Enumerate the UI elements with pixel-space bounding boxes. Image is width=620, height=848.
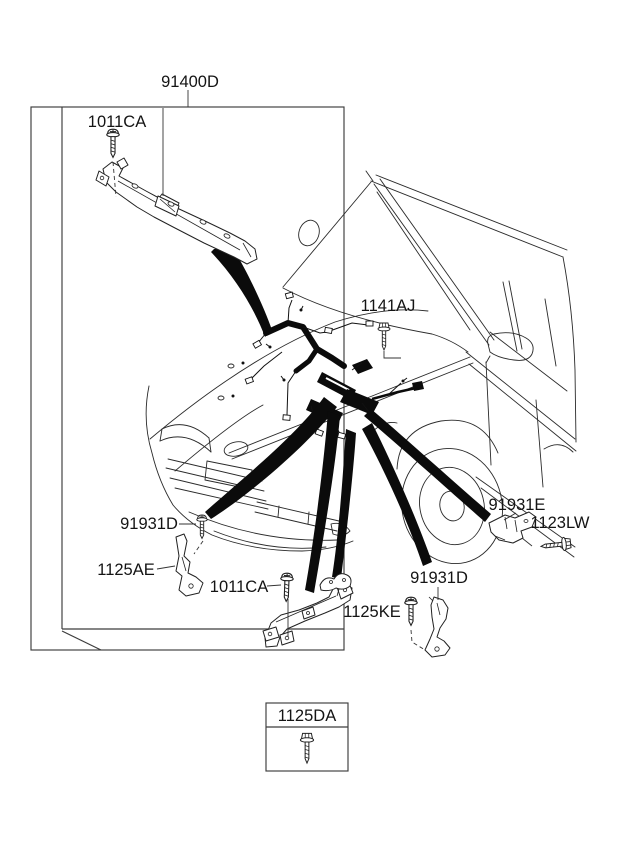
bolt-icon-1123lw — [539, 536, 572, 554]
badge-outline — [223, 441, 249, 457]
part-label-1011ca-top: 1011CA — [88, 113, 146, 131]
part-labels: 91400D 1011CA 1141AJ 91931D 1125AE 1011CA 1125… — [88, 73, 590, 725]
callout-swooshes — [205, 248, 491, 593]
rearview-mirror-outline — [298, 219, 320, 247]
part-bracket-91931d — [424, 596, 451, 658]
harness-connector — [340, 389, 379, 415]
car-outline — [145, 170, 577, 565]
leader-91931d-left-screw — [193, 540, 204, 555]
leader-1011ca-top — [112, 161, 117, 198]
leader-1011ca-bottom — [266, 584, 282, 587]
leader-1125ae — [156, 565, 176, 570]
bolt-icon-1125da — [299, 732, 315, 764]
figure-frame — [30, 106, 345, 651]
part-bracket-91931e — [488, 511, 537, 544]
wheel-arch-outline — [396, 419, 499, 470]
part-label-1123lw: 1123LW — [530, 514, 589, 532]
bolt-icon-1141aj — [377, 322, 391, 351]
inset-box — [265, 702, 349, 772]
part-label-91931d-left: 91931D — [120, 515, 178, 533]
part-label-1011ca-bottom: 1011CA — [210, 578, 268, 596]
screw-icon-1125ke — [404, 596, 418, 626]
part-label-91931e: 91931E — [489, 496, 546, 514]
part-label-1125ke: 1125KE — [343, 603, 401, 621]
part-label-91931d-right: 91931D — [410, 569, 468, 587]
harness-connector — [352, 359, 373, 374]
part-label-1141aj: 1141AJ — [361, 297, 416, 315]
leader-1125ke-screw — [410, 629, 426, 651]
part-crossmember-bottom — [262, 573, 354, 648]
leader-lines — [112, 90, 533, 651]
part-label-91400d: 91400D — [161, 73, 219, 91]
part-crossmember-top — [95, 157, 258, 265]
part-bracket-1125ae — [175, 533, 204, 597]
part-label-1125ae: 1125AE — [97, 561, 155, 579]
screw-icon-1011ca-bottom — [279, 572, 294, 603]
side-mirror-outline — [487, 332, 534, 361]
screw-icon-1011ca-top — [106, 128, 120, 158]
leader-1141aj — [383, 351, 401, 359]
leader-1123lw-bolt — [521, 537, 533, 547]
leader-91931e — [503, 512, 517, 521]
part-label-1125da: 1125DA — [278, 707, 336, 725]
